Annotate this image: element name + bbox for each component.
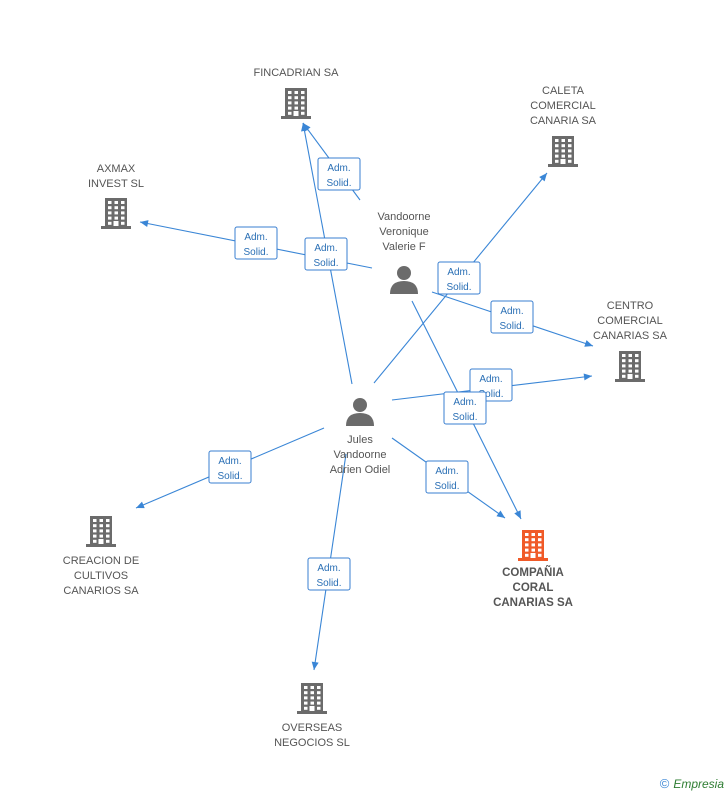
edge-label-box: [208, 450, 252, 484]
arrow-icon: [136, 501, 145, 509]
node-label: Vandoorne: [377, 211, 430, 223]
edge-label-text: Adm.: [435, 466, 458, 477]
copyright-icon: ©: [659, 776, 670, 791]
edge-label-text: Adm.: [447, 267, 470, 278]
edge-label-box: [304, 237, 348, 271]
edge-label-text: Solid.: [446, 282, 471, 293]
edge-label-text: Solid.: [313, 258, 338, 269]
node-label: CORAL: [513, 582, 554, 594]
arrow-icon: [140, 220, 149, 227]
node-fincadrian[interactable]: FINCADRIAN SA: [254, 67, 340, 119]
edge-label-box: [437, 261, 481, 295]
building-icon: [518, 530, 548, 561]
edge-label-text: Adm.: [314, 243, 337, 254]
edge-label-text: Solid.: [499, 321, 524, 332]
node-axmax[interactable]: AXMAX INVEST SL: [88, 163, 144, 229]
edge-label-jules-to-overseas[interactable]: Adm. Solid.: [307, 557, 351, 591]
node-label: CREACION DE: [63, 555, 139, 567]
edge-label-jules-to-coral[interactable]: Adm. Solid.: [425, 460, 469, 494]
edge-label-box: [317, 157, 361, 191]
person-icon: [346, 398, 374, 426]
edge-label-box: [490, 300, 534, 334]
node-label: CENTRO: [607, 300, 654, 312]
node-label: CANARIAS SA: [593, 330, 668, 342]
node-label: CANARIOS SA: [63, 585, 139, 597]
node-label: CULTIVOS: [74, 570, 128, 582]
node-centro[interactable]: CENTRO COMERCIAL CANARIAS SA: [593, 300, 668, 382]
node-label: Valerie F: [382, 241, 425, 253]
edge-label-text: Solid.: [452, 412, 477, 423]
node-label: CANARIA SA: [530, 115, 597, 127]
arrow-icon: [584, 340, 593, 347]
node-caleta[interactable]: CALETA COMERCIAL CANARIA SA: [530, 85, 597, 167]
edge-label-text: Solid.: [326, 178, 351, 189]
edge-label-text: Adm.: [500, 306, 523, 317]
edge-label-box: [443, 391, 487, 425]
edge-label-text: Solid.: [243, 247, 268, 258]
edge-label-box: [307, 557, 351, 591]
node-label: FINCADRIAN SA: [254, 67, 340, 79]
node-label: Veronique: [379, 226, 429, 238]
arrow-icon: [514, 510, 521, 519]
node-label: INVEST SL: [88, 178, 144, 190]
node-label: COMPAÑIA: [502, 566, 564, 579]
edge-label-text: Solid.: [478, 389, 503, 400]
nodes-layer: FINCADRIAN SA CALETA COMERCIAL CANARIA SA AX…: [63, 67, 668, 749]
edge-label-text: Adm.: [479, 374, 502, 385]
edge-label-text: Adm.: [453, 397, 476, 408]
edge-label-text: Solid.: [316, 578, 341, 589]
building-icon: [86, 516, 116, 547]
edge-label-jules-to-caleta[interactable]: Adm. Solid.: [437, 261, 481, 295]
watermark: ©Empresia: [660, 776, 724, 791]
edge-label-veronique-to-axmax[interactable]: Adm. Solid.: [234, 226, 278, 260]
edge-label-text: Adm.: [244, 232, 267, 243]
edge-label-text: Solid.: [434, 481, 459, 492]
arrow-icon: [301, 123, 308, 132]
brand-logo: Empresia: [673, 777, 724, 791]
node-label: OVERSEAS: [282, 722, 343, 734]
node-label: CANARIAS SA: [493, 597, 573, 609]
edge-labels-layer: Adm.Solid.Adm.Solid.Adm.Solid.Adm.Solid.…: [208, 157, 534, 591]
edge-label-text: Adm.: [327, 163, 350, 174]
edge-label-veronique-to-fincadrian[interactable]: Adm. Solid.: [317, 157, 361, 191]
node-label: COMERCIAL: [530, 100, 595, 112]
building-icon: [297, 683, 327, 714]
building-icon: [281, 88, 311, 119]
node-overseas[interactable]: OVERSEAS NEGOCIOS SL: [274, 683, 350, 749]
edge-label-box: [425, 460, 469, 494]
node-coral[interactable]: COMPAÑIA CORAL CANARIAS SA: [493, 530, 573, 609]
edge-label-box: [234, 226, 278, 260]
person-icon: [390, 266, 418, 294]
building-icon: [548, 136, 578, 167]
node-label: COMERCIAL: [597, 315, 662, 327]
arrow-icon: [496, 510, 505, 518]
node-label: NEGOCIOS SL: [274, 737, 350, 749]
edge-label-veronique-to-centro[interactable]: Adm. Solid.: [490, 300, 534, 334]
edge-label-text: Adm.: [218, 456, 241, 467]
edge-label-text: Solid.: [217, 471, 242, 482]
building-icon: [615, 351, 645, 382]
arrow-icon: [583, 373, 592, 381]
node-label: Vandoorne: [333, 449, 386, 461]
node-creacion[interactable]: CREACION DE CULTIVOS CANARIOS SA: [63, 516, 139, 597]
node-label: AXMAX: [97, 163, 136, 175]
arrow-icon: [311, 661, 319, 670]
edge-label-text: Adm.: [317, 563, 340, 574]
building-icon: [101, 198, 131, 229]
edge-label-jules-to-fincadrian[interactable]: Adm. Solid.: [304, 237, 348, 271]
node-label: Jules: [347, 434, 373, 446]
edge-label-veronique-to-coral[interactable]: Adm. Solid.: [443, 391, 487, 425]
edge-label-jules-to-creacion[interactable]: Adm. Solid.: [208, 450, 252, 484]
node-label: Adrien Odiel: [330, 464, 391, 476]
arrow-icon: [539, 173, 547, 182]
node-label: CALETA: [542, 85, 585, 97]
